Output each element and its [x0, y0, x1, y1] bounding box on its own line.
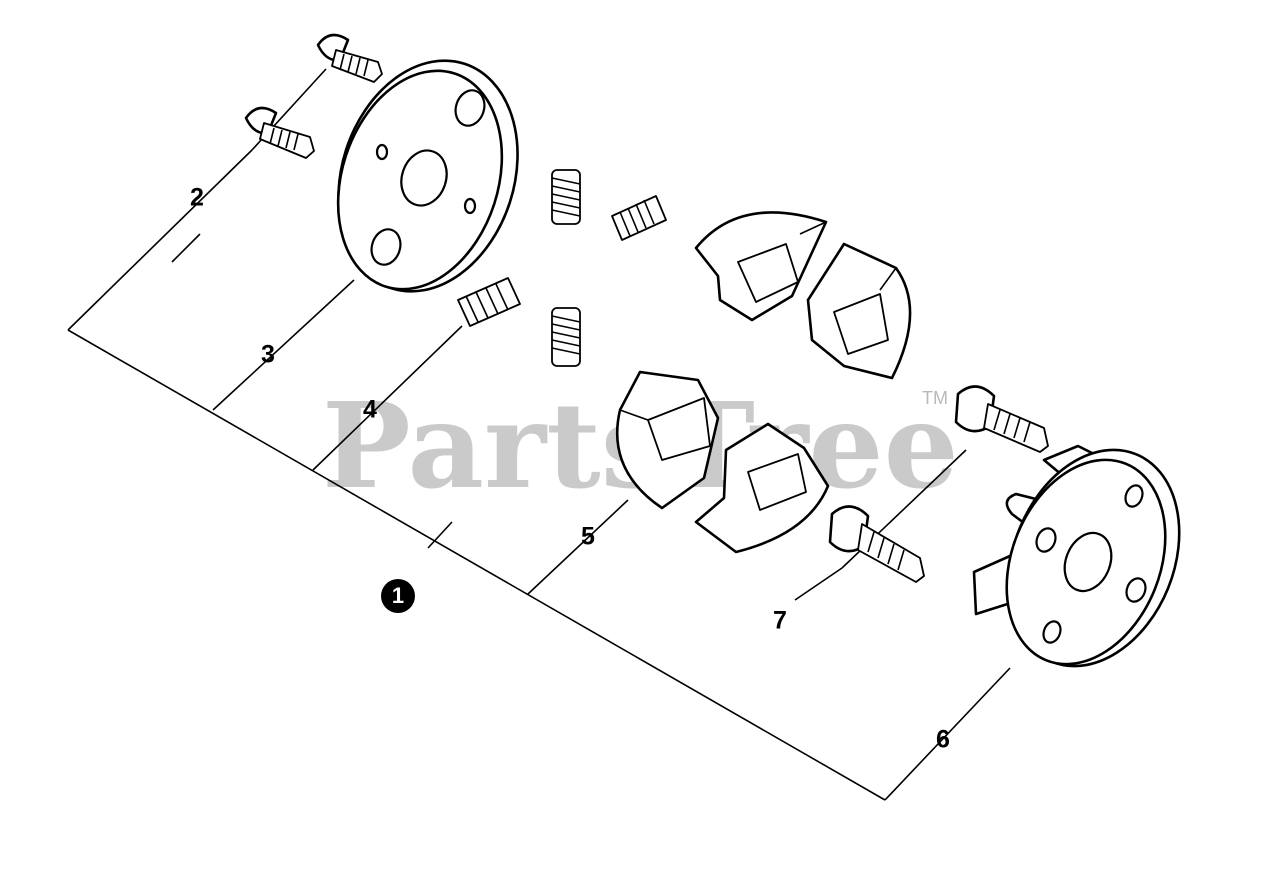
- assembly-callout: 1: [381, 579, 415, 613]
- callout-1: 1: [392, 583, 404, 608]
- callout-5: 5: [581, 523, 595, 551]
- screw-upper: [316, 33, 383, 83]
- callout-6: 6: [936, 726, 950, 754]
- screw-lower: [244, 106, 315, 159]
- spring-top-right: [611, 195, 667, 241]
- leader-5: [527, 499, 629, 595]
- watermark-trademark: TM: [922, 388, 948, 408]
- spring-left: [457, 277, 521, 327]
- leader-2-down: [171, 233, 201, 263]
- drive-hub: [972, 444, 1181, 668]
- spring-bottom: [551, 307, 581, 367]
- callout-4: 4: [363, 396, 377, 424]
- leader-1: [427, 521, 453, 549]
- spring-top-left: [551, 169, 581, 225]
- leader-3: [212, 279, 355, 411]
- callout-2: 2: [190, 184, 204, 212]
- assembly-bracket-line: [67, 329, 886, 801]
- leader-4: [312, 325, 463, 471]
- bracket-to-screws-line: [67, 149, 253, 331]
- callout-7: 7: [773, 607, 787, 635]
- clutch-shoe-lower-right: [694, 422, 830, 554]
- callout-3: 3: [261, 341, 275, 369]
- cap-screw-lower: [828, 505, 925, 583]
- plate: [336, 59, 519, 293]
- leader-6: [884, 667, 1011, 801]
- clutch-shoe-upper-left: [694, 211, 828, 322]
- clutch-shoe-lower-left: [615, 370, 720, 510]
- assembly-callout-circle: [381, 579, 415, 613]
- cap-screw-upper: [954, 385, 1049, 453]
- leader-7: [794, 567, 843, 601]
- clutch-shoe-upper-right: [806, 242, 912, 380]
